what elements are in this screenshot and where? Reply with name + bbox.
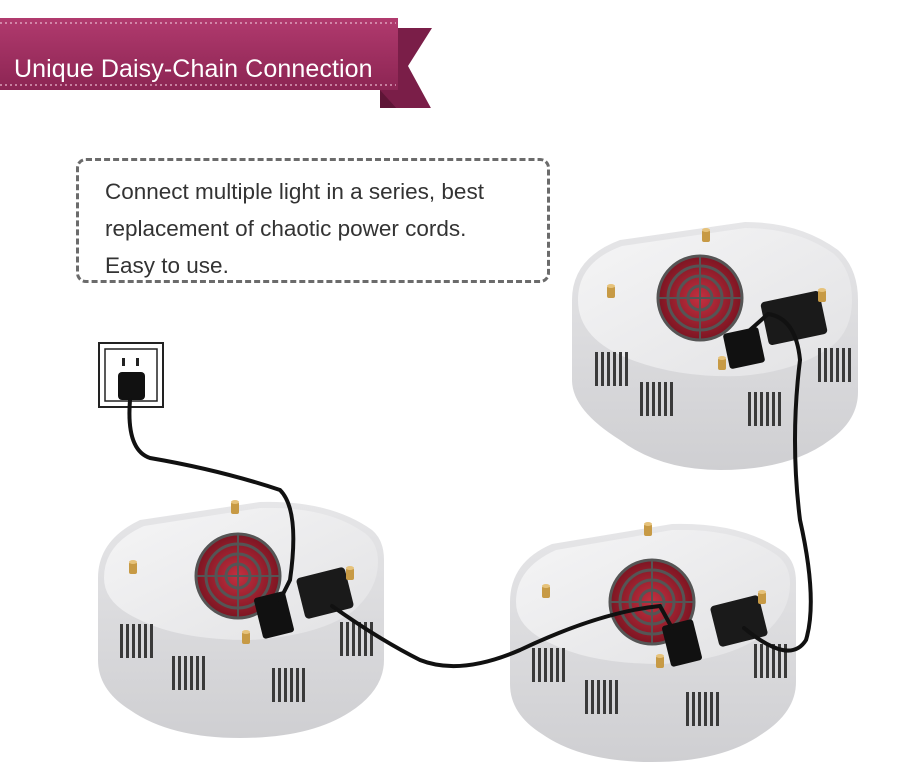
power-cables: [127, 311, 813, 669]
callout-line-1: Connect multiple light in a series, best: [105, 179, 484, 204]
ribbon-shape: [0, 18, 432, 108]
grow-light-left: [98, 500, 384, 738]
grow-light-middle: [510, 522, 796, 762]
callout-line-3: Easy to use.: [105, 253, 229, 278]
section-banner: Unique Daisy-Chain Connection: [0, 18, 432, 108]
grow-light-top-right: [572, 222, 858, 470]
wall-socket-icon: [98, 342, 164, 408]
description-callout: Connect multiple light in a series, best…: [76, 158, 550, 283]
banner-title: Unique Daisy-Chain Connection: [14, 55, 373, 83]
callout-line-2: replacement of chaotic power cords.: [105, 216, 467, 241]
